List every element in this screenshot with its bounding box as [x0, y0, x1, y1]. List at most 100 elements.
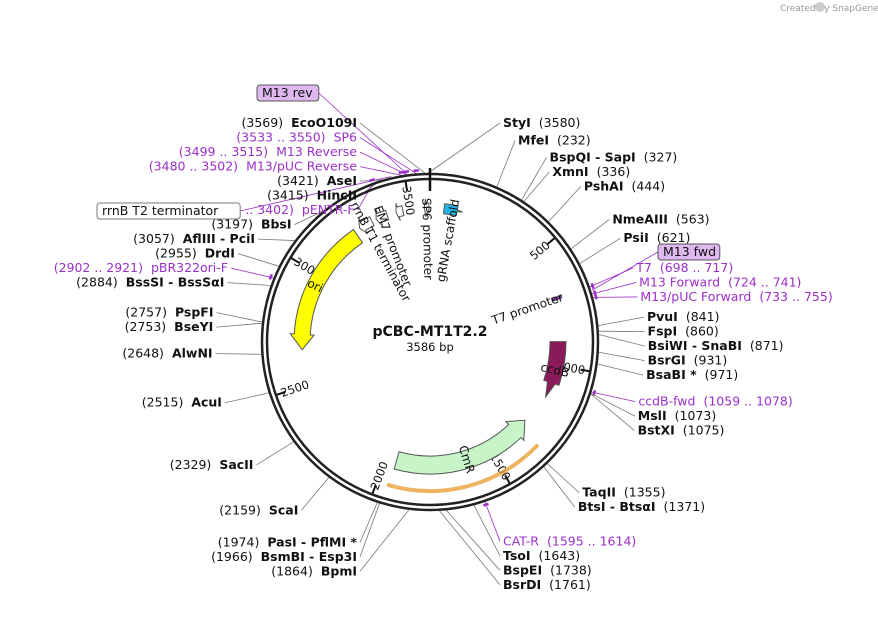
label-position: (1966) [211, 549, 253, 564]
boxed-label-leader-rrnb-t2-terminator [240, 176, 392, 212]
boxed-label-m13-fwd: M13 fwd [663, 244, 716, 259]
label-name: EcoO109I [291, 115, 357, 130]
label-name: pENTR-F [302, 202, 355, 217]
label-position: (3415) [267, 188, 309, 203]
feature-label-sp6-promoter: SP6 promoter [419, 198, 435, 280]
site-label-psii: PsiI(621) [623, 230, 690, 245]
label-position: (232) [557, 133, 591, 148]
primer-leader-m13-puc-reverse [359, 166, 403, 176]
site-label-msli: MslI(1073) [638, 408, 716, 423]
label-position: (2955) [155, 246, 197, 261]
primer-label-t7: T7(698 .. 717) [635, 260, 733, 275]
site-label-bsiwi-snabi: BsiWI - SnaBI(871) [648, 338, 784, 353]
label-name: PasI - PflMI * [267, 534, 357, 549]
site-leader-acui [224, 392, 269, 404]
feature-ori [289, 228, 364, 351]
site-label-bspei: BspEI(1738) [503, 562, 592, 577]
site-label-styi: StyI(3580) [503, 115, 580, 130]
label-position: (327) [644, 149, 678, 164]
site-leader-pspfi [216, 312, 263, 323]
site-label-bpmi: (1864) BpmI [271, 563, 357, 578]
primer-leader-m13-forward [591, 282, 637, 295]
site-label-bsrgi: BsrGI(931) [648, 353, 728, 368]
site-labels: StyI(3580)MfeI(232)BspQI - SapI(327)XmnI… [54, 84, 833, 592]
label-position: (3057) [133, 231, 175, 246]
feature-label-grna-scaffold: gRNA scaffold [434, 198, 462, 283]
site-label-taqii: TaqII(1355) [582, 485, 665, 500]
primer-site-m13-puc-reverse [398, 170, 405, 175]
label-name: SP6 [334, 130, 357, 145]
site-label-bsabi: BsaBI * (971) [646, 367, 738, 382]
site-leader-bsssi-bsss-i [227, 282, 271, 286]
label-position: (971) [705, 367, 739, 382]
boxed-label-leader-m13-rev [318, 92, 407, 174]
label-position: (2159) [219, 502, 261, 517]
label-position: (563) [676, 211, 710, 226]
label-name: BsmBI - Esp3I [261, 549, 357, 564]
snapgene-logo-icon [815, 2, 825, 12]
label-name: FspI [648, 324, 678, 339]
label-name: BssSI - BssSαI [126, 275, 225, 290]
site-leader-bstxi [590, 393, 635, 431]
tick-mark-2000 [371, 484, 377, 494]
label-name: AflIII - PciI [183, 231, 255, 246]
label-position: (1974) [218, 534, 260, 549]
label-position: (841) [686, 309, 720, 324]
site-leader-psii [579, 237, 621, 264]
label-position: (698 .. 717) [660, 260, 733, 275]
label-position: (1595 .. 1614) [547, 533, 636, 548]
boxed-label-rrnb-t2-terminator-frame [96, 202, 241, 220]
label-position: (2648) [122, 346, 164, 361]
site-label-tsoi: TsoI(1643) [503, 548, 580, 563]
site-leader-mfei [496, 140, 516, 187]
label-name: M13/pUC Reverse [246, 159, 357, 174]
site-label-pasi-pflmi: (1974) PasI - PflMI * [218, 534, 358, 549]
site-label-drdi: (2955)DrdI [155, 246, 235, 261]
label-name: BsaBI * [646, 367, 697, 382]
label-position: (2757) [125, 305, 167, 320]
site-label-ecoo109i: (3569)EcoO109I [242, 115, 357, 130]
site-label-bspqi-sapi: BspQI - SapI (327) [550, 149, 678, 164]
feature-t7-promoter [550, 294, 563, 302]
site-leader-pshai [548, 186, 582, 222]
feature-rrnb-t2-terminator [395, 202, 405, 221]
primer-site-pbr322ori-f [268, 273, 273, 280]
primer-site-t7 [590, 282, 595, 289]
tick-label-2000: 2000 [368, 460, 391, 492]
boxed-label-m13-rev: M13 rev [262, 85, 313, 100]
label-name: M13/pUC Forward [640, 289, 751, 304]
label-name: BspEI [503, 562, 542, 577]
label-position: (3533 .. 3550) [236, 130, 325, 145]
plasmid-name: pCBC-MT1T2.2 [373, 324, 488, 340]
feature-label-t7-promoter: T7 promoter [489, 290, 565, 328]
primer-leader-sp6 [359, 137, 417, 174]
label-position: (621) [657, 230, 691, 245]
label-name: BseYI [174, 319, 213, 334]
boxed-label-rrnb-t2-terminator: rrnB T2 terminator [102, 203, 219, 218]
label-position: (1864) [271, 563, 313, 578]
label-position: (860) [685, 324, 719, 339]
label-name: M13 Forward [639, 274, 720, 289]
backbone-circle [260, 168, 600, 512]
site-leader-pasi-pflmi [359, 502, 378, 543]
label-name: BsiWI - SnaBI [648, 338, 742, 353]
tick-label-2500: 2500 [279, 377, 311, 400]
site-leader-pvui [598, 316, 645, 326]
site-leader-msli [590, 393, 635, 417]
label-position: (3580) [539, 115, 581, 130]
boxed-label-leader-m13-fwd [591, 251, 659, 291]
label-position: (1075) [683, 423, 725, 438]
primer-site-pentr-f [369, 177, 376, 183]
label-name: BpmI [321, 563, 357, 578]
site-label-pshai: PshAI(444) [584, 178, 665, 193]
label-name: BtsI - BtsαI [578, 499, 656, 514]
site-leader-bpmi [359, 509, 410, 572]
primer-label-m13-forward: M13 Forward(724 .. 741) [639, 274, 801, 289]
label-name: BspQI - SapI [550, 149, 636, 164]
label-name: BsrDI [503, 577, 541, 592]
label-position: (336) [597, 164, 631, 179]
site-leader-afliii-pcii [258, 238, 295, 241]
primer-label-pbr322ori-f: (2902 .. 2921)pBR322ori-F [54, 260, 228, 275]
primer-leader-cat-r [484, 501, 501, 542]
